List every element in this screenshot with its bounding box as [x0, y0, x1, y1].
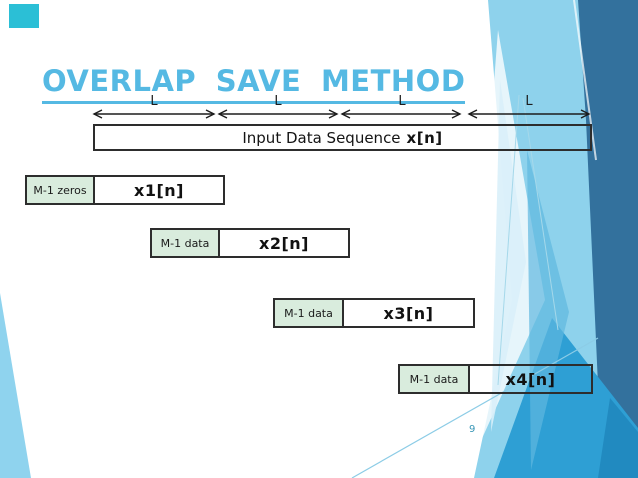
decor-hairline-2: [497, 94, 520, 386]
decor-left-wedge: [0, 293, 31, 478]
segment-cell-x3: x3[n]: [383, 303, 434, 323]
decor-hairline-1: [351, 337, 599, 478]
decor-white-sliver: [573, 0, 597, 161]
segment-length-label-3: L: [398, 94, 406, 109]
prefix-cell-x2: M-1 data: [152, 230, 220, 256]
decor-mid-wedge: [527, 150, 569, 470]
corner-accent-square: [9, 4, 39, 28]
prefix-cell-x4: M-1 data: [400, 366, 470, 392]
decor-medium-wedge: [494, 318, 638, 478]
prefix-cell-x1: M-1 zeros: [27, 177, 95, 203]
segment-length-label-2: L: [274, 94, 282, 109]
slide-title: OVERLAP SAVE METHOD: [42, 65, 466, 104]
segment-cell-x1: x1[n]: [134, 180, 184, 200]
decor-hairline-3: [522, 97, 559, 331]
segment-cell-x4: x4[n]: [505, 369, 556, 389]
segment-length-label-1: L: [150, 94, 158, 109]
segment-block-x3: M-1 data x3[n]: [273, 298, 475, 328]
segment-block-x1: M-1 zeros x1[n]: [25, 175, 225, 205]
prefix-cell-x3: M-1 data: [275, 300, 344, 326]
segment-block-x4: M-1 data x4[n]: [398, 364, 593, 394]
input-data-sequence-box: Input Data Sequence x[n]: [93, 124, 592, 151]
input-box-label: Input Data Sequence: [242, 128, 401, 147]
decor-pale-wedge: [491, 80, 526, 432]
decor-deep-band: [598, 398, 638, 478]
page-number: 9: [469, 424, 476, 435]
segment-length-label-4: L: [525, 94, 533, 109]
segment-block-x2: M-1 data x2[n]: [150, 228, 350, 258]
segment-cell-x2: x2[n]: [259, 233, 309, 253]
decor-dark-wedge: [578, 0, 638, 451]
input-box-label-xn: x[n]: [406, 128, 443, 147]
